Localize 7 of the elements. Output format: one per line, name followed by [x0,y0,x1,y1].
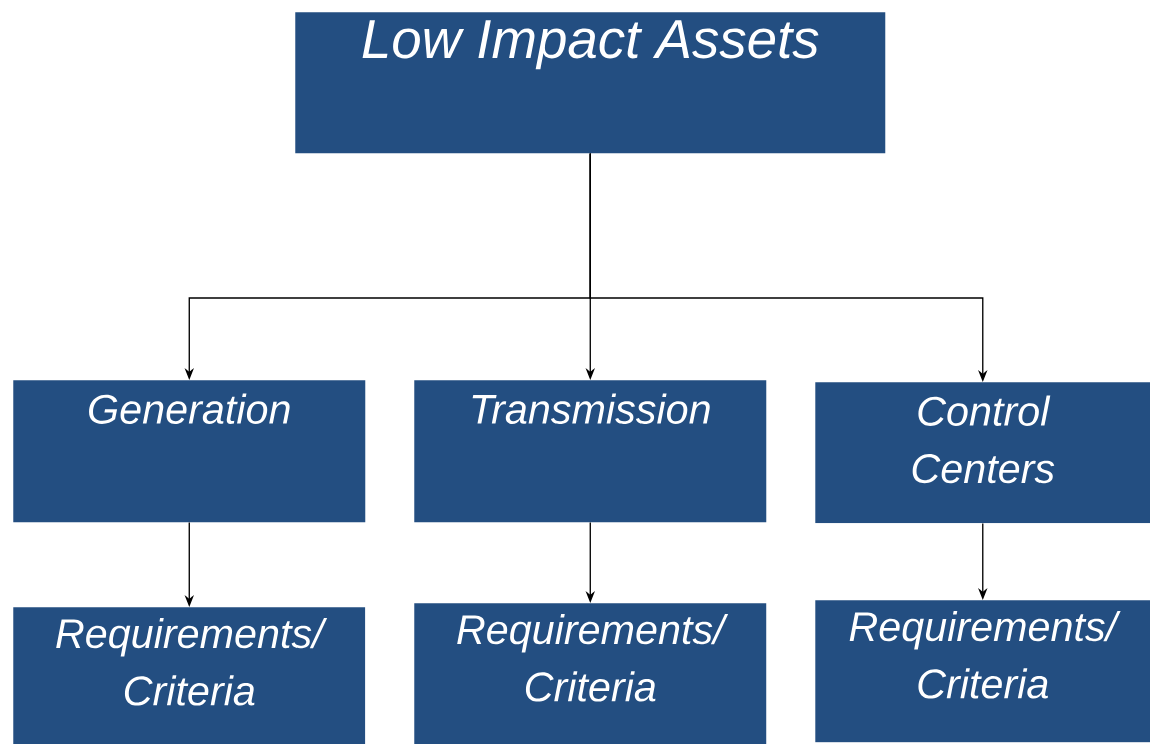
box: Requirements/ Criteria [815,600,1150,743]
box: Control Centers [815,382,1150,524]
box: Transmission [414,380,767,523]
box: Low Impact Assets [295,12,886,154]
box: Requirements/ Criteria [414,603,767,744]
box: Requirements/ Criteria [13,607,366,744]
box: Generation [13,380,366,523]
